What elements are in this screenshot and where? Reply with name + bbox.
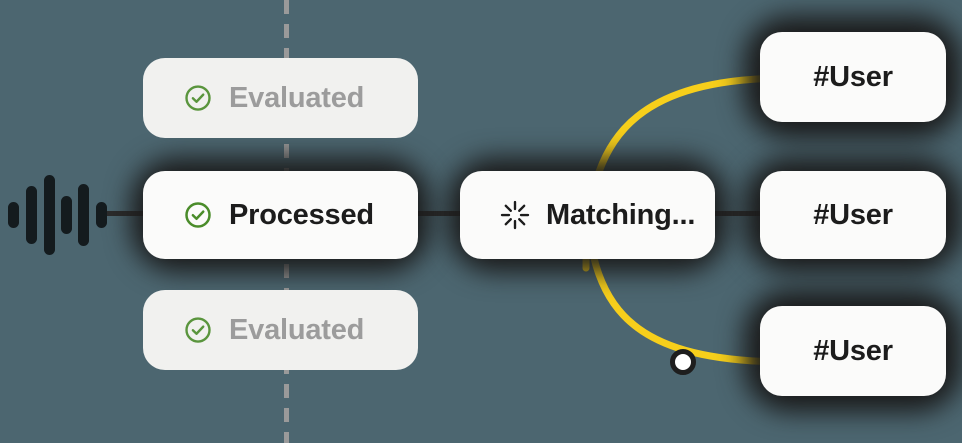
- status-card-processed[interactable]: Processed: [143, 171, 418, 259]
- status-card-label: Evaluated: [229, 313, 365, 346]
- user-card-label: #User: [813, 60, 893, 93]
- waveform-bar: [8, 202, 19, 228]
- waveform-bar: [78, 184, 89, 246]
- status-card-label: Processed: [229, 198, 374, 231]
- connector-processed-to-matching: [408, 211, 470, 216]
- user-card-1[interactable]: #User: [760, 32, 946, 122]
- check-circle-icon: [185, 202, 211, 228]
- status-card-label: Evaluated: [229, 81, 365, 114]
- status-card-matching[interactable]: Matching...: [460, 171, 715, 259]
- user-card-label: #User: [813, 198, 893, 231]
- waveform-bar: [61, 196, 72, 234]
- user-card-3[interactable]: #User: [760, 306, 946, 396]
- connector-source-to-processed: [104, 211, 148, 216]
- status-card-evaluated-bottom[interactable]: Evaluated: [143, 290, 418, 370]
- check-circle-icon: [185, 317, 211, 343]
- status-card-label: Matching...: [546, 198, 696, 231]
- waveform-bar: [26, 186, 37, 244]
- edge-node-handle[interactable]: [670, 349, 696, 375]
- waveform-bar: [44, 175, 55, 255]
- waveform-bar: [96, 202, 107, 228]
- check-circle-icon: [185, 85, 211, 111]
- status-card-evaluated-top[interactable]: Evaluated: [143, 58, 418, 138]
- loading-spinner-icon: [500, 200, 530, 230]
- user-card-2[interactable]: #User: [760, 171, 946, 259]
- user-card-label: #User: [813, 334, 893, 367]
- audio-waveform-icon: [8, 175, 107, 255]
